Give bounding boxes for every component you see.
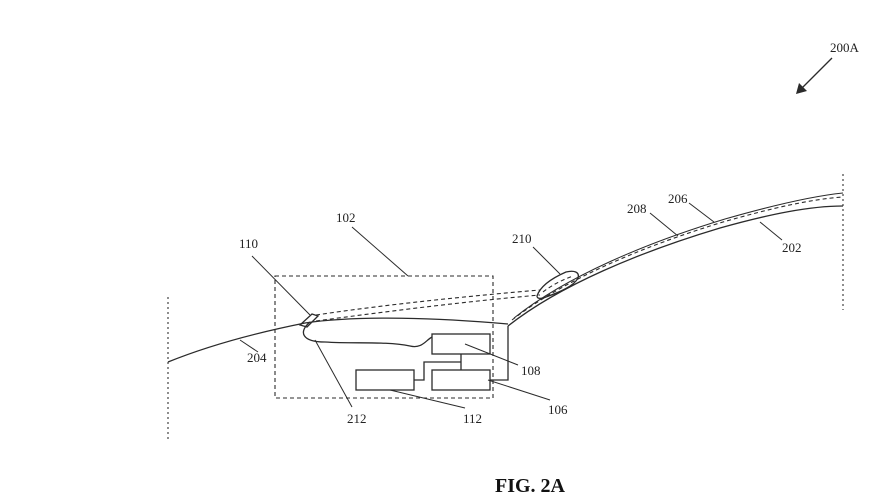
ref-label-206: 206: [668, 191, 688, 206]
box-106: [431, 369, 491, 391]
figure-caption: FIG. 2A: [495, 475, 566, 497]
ref-label-200A: 200A: [830, 40, 860, 55]
leader-112: [389, 389, 466, 409]
layer-206: [511, 196, 844, 321]
leader-204: [239, 339, 259, 353]
ref-label-208: 208: [627, 201, 647, 216]
leader-208: [649, 212, 679, 237]
leader-110: [251, 255, 311, 316]
ref-label-102: 102: [336, 210, 356, 225]
arrow-200A-head: [796, 83, 807, 94]
lower-body-curve: [167, 317, 509, 363]
arrow-200A-shaft: [799, 57, 833, 91]
leader-206: [688, 202, 715, 223]
leader-102: [351, 226, 409, 277]
sensor-lead-212: [302, 321, 433, 348]
component-110: [298, 313, 320, 328]
ref-label-110: 110: [239, 236, 258, 251]
box-112: [355, 369, 415, 391]
ref-label-210: 210: [512, 231, 532, 246]
leader-108: [464, 343, 519, 366]
dashed-cable-lower: [315, 294, 541, 322]
ref-label-112: 112: [463, 411, 482, 426]
connection-106-surface: [490, 326, 509, 381]
housing-102: [274, 275, 494, 399]
component-210-detail: [542, 275, 574, 293]
box-108: [431, 333, 491, 355]
upper-surface-curve: [507, 205, 844, 327]
dashed-cable-upper: [315, 289, 541, 316]
layer-208: [513, 192, 844, 319]
leader-210: [532, 246, 561, 275]
ref-label-202: 202: [782, 240, 802, 255]
ref-label-108: 108: [521, 363, 541, 378]
ref-label-106: 106: [548, 402, 568, 417]
connection-112-106: [414, 361, 461, 381]
leader-106: [487, 379, 551, 401]
leader-212: [314, 339, 353, 408]
leader-202: [759, 221, 783, 241]
ref-label-204: 204: [247, 350, 267, 365]
ref-label-212: 212: [347, 411, 367, 426]
component-210: [536, 270, 580, 300]
